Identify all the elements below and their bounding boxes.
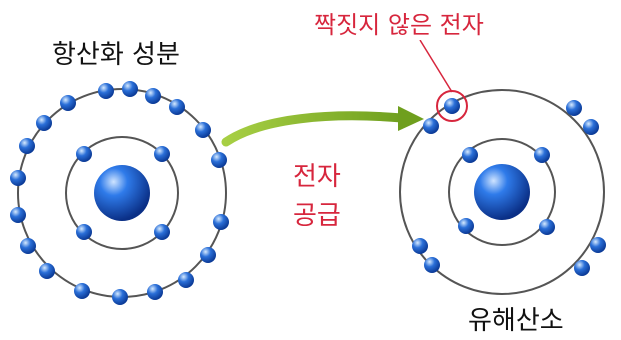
- electron: [534, 147, 550, 163]
- unpaired-electron-pointer: [419, 39, 453, 93]
- electron: [10, 170, 26, 186]
- electron: [10, 207, 26, 223]
- electron: [74, 283, 90, 299]
- antioxidant-atom: [10, 81, 229, 305]
- electron: [458, 218, 474, 234]
- electron-supply-label-line1: 전자: [293, 162, 341, 192]
- electron: [39, 263, 55, 279]
- electron: [200, 247, 216, 263]
- electron: [213, 214, 229, 230]
- electron: [76, 146, 92, 162]
- electron: [154, 224, 170, 240]
- outer-electrons: [10, 81, 229, 305]
- electron: [169, 99, 185, 115]
- electron: [424, 257, 440, 273]
- electron: [539, 219, 555, 235]
- free-radical-atom: [399, 39, 606, 295]
- nucleus: [94, 165, 150, 221]
- inner-orbit: [65, 136, 179, 250]
- electron: [574, 260, 590, 276]
- free-radical-label: 유해산소: [468, 306, 564, 336]
- unpaired-electron: [444, 98, 460, 114]
- electron: [423, 118, 439, 134]
- electron: [412, 238, 428, 254]
- inner-electrons: [76, 146, 170, 240]
- electron: [566, 100, 582, 116]
- electron: [145, 88, 161, 104]
- electron: [195, 122, 211, 138]
- outer-orbit: [399, 89, 605, 295]
- electron: [98, 83, 114, 99]
- electron-transfer-arrow: [221, 106, 424, 147]
- outer-electrons: [412, 98, 606, 276]
- electron: [583, 119, 599, 135]
- electron: [112, 289, 128, 305]
- inner-electrons: [458, 147, 555, 235]
- antioxidant-label: 항산화 성분: [52, 40, 180, 70]
- electron: [19, 138, 35, 154]
- electron: [122, 81, 138, 97]
- unpaired-electron-label: 짝짓지 않은 전자: [310, 5, 488, 40]
- inner-orbit: [448, 138, 556, 246]
- electron: [154, 146, 170, 162]
- electron: [462, 147, 478, 163]
- electron: [76, 224, 92, 240]
- electron-supply-label-line2: 공급: [293, 201, 341, 231]
- electron: [211, 152, 227, 168]
- electron: [20, 238, 36, 254]
- electron: [60, 95, 76, 111]
- electron: [36, 115, 52, 131]
- electron: [178, 272, 194, 288]
- electron: [590, 237, 606, 253]
- electron: [147, 284, 163, 300]
- nucleus: [474, 164, 530, 220]
